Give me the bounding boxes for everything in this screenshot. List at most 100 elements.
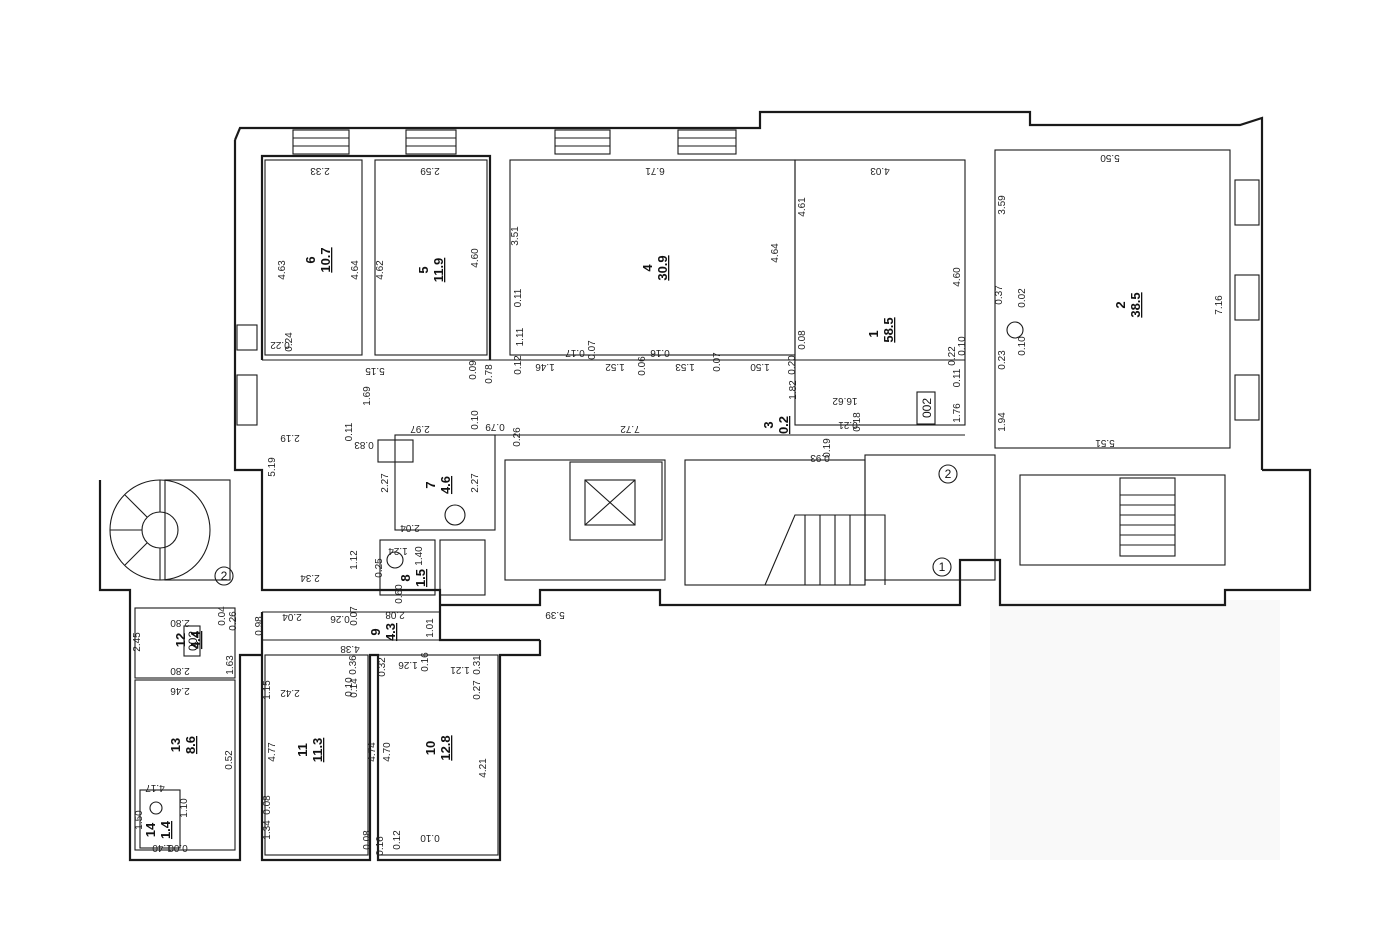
- dimension-label: 1.52: [605, 361, 625, 372]
- dimension-label: 0.20: [787, 355, 798, 375]
- dimension-label: 0.10: [1017, 336, 1028, 356]
- dimension-label: 0.11: [344, 422, 355, 441]
- dimension-label: 0.93: [810, 452, 830, 463]
- dimension-label: 2.42: [280, 687, 300, 698]
- room-11-number: 11: [295, 743, 310, 757]
- dimension-label: 0.21: [838, 419, 858, 430]
- room-6-number: 6: [303, 256, 318, 263]
- dimension-label: 1.21: [450, 664, 470, 675]
- dimension-label: 0.07: [587, 340, 598, 360]
- entrance-2-marker: 2: [945, 467, 952, 481]
- room-13-area: 8.6: [183, 736, 198, 754]
- dimension-label: 1.50: [750, 361, 770, 372]
- dimension-label: 4.63: [277, 260, 288, 280]
- dimension-label: 0.04: [217, 606, 228, 626]
- dimension-label: 0.07: [349, 606, 360, 626]
- dimension-label: 0.18: [852, 412, 863, 432]
- room-6-area: 10.7: [318, 247, 333, 272]
- unit-label-a: 002: [920, 398, 934, 418]
- dimension-label: 4.70: [382, 742, 393, 762]
- dimension-label: 2.08: [385, 609, 405, 620]
- dimension-label: 4.38: [340, 643, 360, 654]
- dimension-label: 0.16: [650, 347, 670, 358]
- dimension-label: 0.22: [270, 339, 290, 350]
- dimension-label: 0.00: [168, 842, 188, 853]
- dimension-label: 5.51: [1095, 437, 1115, 448]
- dimension-label: 0.09: [468, 360, 479, 380]
- dimension-label: 2.27: [470, 473, 481, 493]
- dimension-label: 0.10: [344, 677, 355, 697]
- dimension-label: 0.16: [420, 652, 431, 672]
- dimension-label: 0.08: [262, 795, 273, 815]
- dimension-label: 1.24: [388, 545, 408, 556]
- dimension-label: 0.31: [472, 655, 483, 675]
- dimension-label: 4.17: [145, 782, 165, 793]
- unit-label-b: 002: [186, 631, 200, 651]
- room-9-number: 9: [368, 628, 383, 635]
- dimension-label: 1.69: [362, 386, 373, 406]
- dimension-label: 0.23: [997, 350, 1008, 370]
- dimension-label: 0.25: [374, 558, 385, 578]
- dimension-label: 1.63: [225, 655, 236, 675]
- dimension-label: 0.08: [362, 830, 373, 850]
- room-12-area: 4.4: [188, 630, 203, 649]
- dimension-label: 1.01: [425, 618, 436, 638]
- dimension-label: 0.10: [957, 336, 968, 356]
- dimension-label: 0.26: [330, 613, 350, 624]
- dimension-label: 1.40: [152, 842, 172, 853]
- dimension-label: 0.16: [375, 836, 386, 856]
- dimension-label: 0.36: [348, 655, 359, 675]
- dimension-label: 0.83: [354, 439, 374, 450]
- dimension-label: 2.34: [300, 572, 320, 583]
- dimension-label: 2.04: [400, 522, 420, 533]
- dimension-label: 0.32: [377, 657, 388, 677]
- room-14-area: 1.4: [158, 820, 173, 839]
- dimension-label: 0.24: [284, 332, 295, 352]
- dimension-label: 0.60: [394, 584, 405, 604]
- dimension-label: 2.19: [280, 432, 300, 443]
- dimension-label: 1.26: [398, 659, 418, 670]
- dimension-label: 0.12: [392, 830, 403, 850]
- room-4-area: 30.9: [655, 255, 670, 280]
- dimension-label: 1.76: [952, 403, 963, 423]
- dimension-label: 4.64: [770, 243, 781, 263]
- dimension-label: 4.03: [870, 165, 890, 176]
- dimension-label: 0.02: [1017, 288, 1028, 308]
- room-2-number: 2: [1113, 301, 1128, 308]
- dimension-label: 0.19: [822, 438, 833, 458]
- dimension-label: 0.27: [472, 680, 483, 700]
- dimension-label: 2.46: [170, 685, 190, 696]
- room-labels: 6 10.7 5 11.9 4 30.9 1 58.5 2 38.5 3 0.2…: [143, 247, 1143, 839]
- dimension-label: 0.52: [224, 750, 235, 770]
- room-8-area: 1.5: [413, 569, 428, 587]
- dimension-label: 5.50: [1100, 152, 1120, 163]
- dimension-label: 2.80: [170, 617, 190, 628]
- room-1-area: 58.5: [881, 317, 896, 342]
- room-7-area: 4.6: [438, 476, 453, 494]
- dimension-label: 0.98: [254, 616, 265, 636]
- dimension-label: 1.15: [262, 680, 273, 700]
- dimension-label: 0.12: [513, 355, 524, 375]
- dimension-label: 4.61: [797, 197, 808, 217]
- dimension-label: 0.11: [952, 368, 963, 387]
- room-7-number: 7: [423, 481, 438, 488]
- spiral-staircase: [109, 479, 231, 581]
- room-partitions: [134, 149, 1231, 856]
- dimension-label: 1.53: [675, 361, 695, 372]
- dimension-label: 0.79: [485, 421, 505, 432]
- room-11-area: 11.3: [310, 738, 325, 763]
- dimension-label: 4.60: [952, 267, 963, 287]
- dimension-label: 0.22: [947, 346, 958, 366]
- room-14-number: 14: [143, 822, 158, 837]
- room-4-number: 4: [640, 264, 655, 272]
- dimension-label: 2.97: [410, 423, 430, 434]
- room-10-area: 12.8: [438, 735, 453, 760]
- dimension-label: 0.10: [470, 410, 481, 430]
- dimension-label: 5.19: [267, 457, 278, 477]
- room-1-number: 1: [866, 330, 881, 337]
- dimension-label: 1.34: [262, 820, 273, 840]
- dimension-label: 4.21: [478, 758, 489, 778]
- dimension-label: 1.94: [997, 412, 1008, 432]
- room-9-area: 4.3: [383, 623, 398, 641]
